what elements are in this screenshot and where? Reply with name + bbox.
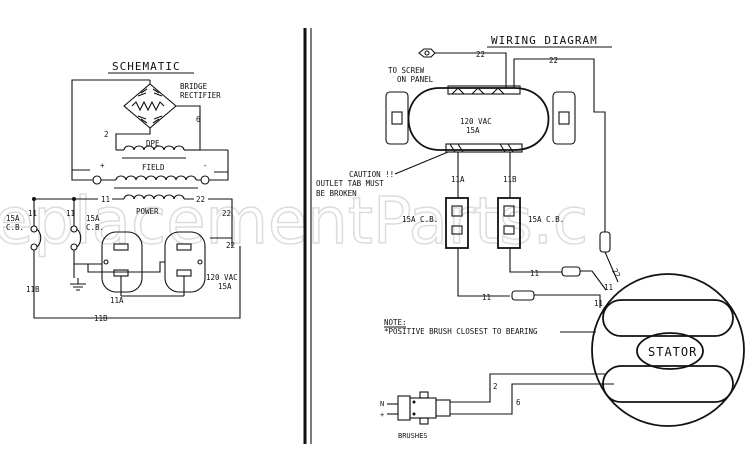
sch-voltage-1: 120 VAC (206, 273, 238, 282)
screw-label-1: TO SCREW (388, 66, 425, 75)
note-title: NOTE: (384, 318, 407, 327)
wire-11-lower-b (534, 294, 601, 308)
sch-cb1-line1: 15A (6, 214, 20, 223)
wire-11-label-d: 11 (604, 283, 613, 292)
wire-connector-22 (599, 231, 611, 253)
wire-11-label-a: 11 (482, 293, 491, 302)
outlet-assembly: 120 VAC 15A (385, 85, 576, 153)
wire-22-b: 22 (549, 56, 558, 65)
bridge-label-2: RECTIFIER (180, 91, 221, 100)
screw-label-2: ON PANEL (397, 75, 434, 84)
wire-6-label: 6 (516, 398, 521, 407)
wire-11-upper (509, 248, 562, 273)
breaker-left: 15A C.B. (402, 197, 469, 249)
wire-22-to-screw (435, 52, 507, 88)
brush-assembly: N + BRUSHES (380, 391, 451, 440)
sch-wire-11b-left: 11B (26, 285, 40, 294)
bridge-rectifier: BRIDGE RECTIFIER (123, 82, 221, 129)
field-label: FIELD (142, 163, 165, 172)
schematic-outlet-bottom (120, 276, 185, 297)
field-coil: FIELD + - (71, 161, 229, 189)
stator-label: STATOR (648, 345, 697, 359)
sch-cb2-line2: C.B. (86, 223, 104, 232)
caution-line-1: CAUTION !! (349, 170, 394, 179)
wire-22-into-stator (604, 251, 619, 283)
caution-line-2: OUTLET TAB MUST (316, 179, 384, 188)
schematic-breaker-mid: 11 15A C.B. (66, 197, 104, 278)
field-plus: + (100, 161, 105, 170)
wire-11-upper-b (580, 270, 607, 291)
wire-11-lower (457, 248, 510, 297)
wiring-title: WIRING DIAGRAM (491, 34, 598, 47)
wire-11-label-b: 11 (530, 269, 539, 278)
sch-cb1-line2: C.B. (6, 223, 24, 232)
power-label: POWER (136, 207, 159, 216)
sch-cb2-line1: 15A (86, 214, 100, 223)
schematic-breaker-left: 15A C.B. 11 11B (6, 199, 241, 319)
junction-dot (32, 197, 36, 201)
schematic-right-wire (214, 150, 229, 173)
schematic-outlet-left (101, 231, 143, 293)
breaker-right: 15A C.B. (497, 197, 564, 249)
wire-11b-label: 11B (503, 175, 517, 184)
wire-2-label: 2 (493, 382, 498, 391)
wiring-panel: WIRING DIAGRAM TO SCREW ON PANEL 22 22 1… (316, 34, 745, 440)
sch-wire-22-right2: 22 (226, 241, 235, 250)
sch-wire-11a: 11A (110, 296, 124, 305)
wire-22-c: 22 (610, 267, 622, 279)
wire-11a-label: 11A (451, 175, 465, 184)
brushes-label: BRUSHES (398, 432, 428, 440)
note-text: *POSITIVE BRUSH CLOSEST TO BEARING (384, 327, 538, 336)
outlet-amps: 15A (466, 126, 480, 135)
sch-wire-6: 6 (196, 115, 201, 124)
caution-leader (394, 151, 449, 175)
schematic-bridge-wire-6 (176, 105, 201, 150)
sch-wire-2: 2 (104, 130, 109, 139)
brush-n-label: N (380, 400, 384, 408)
sch-wire-11-mid: 11 (66, 209, 75, 218)
schematic-title: SCHEMATIC (112, 60, 181, 73)
wire-2-brush (450, 373, 606, 403)
screw-nut (418, 48, 436, 58)
wire-11-label-c: 11 (594, 299, 603, 308)
bridge-label-1: BRIDGE (180, 82, 208, 91)
wire-connector-upper (561, 266, 581, 277)
stator: STATOR (591, 273, 745, 427)
schematic-outlet-link (74, 261, 165, 273)
ground-symbol (70, 278, 86, 291)
schematic-bridge-wire-2 (115, 128, 151, 150)
breaker-left-label: 15A C.B. (402, 215, 438, 224)
wire-22-a: 22 (476, 50, 485, 59)
wire-22-stator (513, 58, 606, 232)
wire-6-brush (450, 383, 614, 415)
dpe-coil: DPE (116, 139, 200, 159)
sch-wire-11-top: 11 (101, 195, 110, 204)
caution-line-3: BE BROKEN (316, 189, 357, 198)
outlet-voltage: 120 VAC (460, 117, 492, 126)
schematic-panel: SCHEMATIC BRIDGE RECTIFIER 2 6 DPE FIELD (6, 60, 241, 323)
sch-wire-11-left: 11 (28, 209, 37, 218)
brush-plus-label: + (380, 411, 384, 419)
sch-wire-22-right: 22 (222, 209, 231, 218)
sch-wire-22-top: 22 (196, 195, 205, 204)
wire-connector-lower (511, 290, 535, 301)
sch-wire-11b-bottom: 11B (94, 314, 108, 323)
sch-voltage-2: 15A (218, 282, 232, 291)
dpe-label: DPE (146, 139, 160, 148)
power-coil: 11 22 POWER (34, 194, 233, 246)
schematic-left-loop (71, 79, 151, 171)
field-minus: - (203, 161, 208, 170)
watermark-text: eplacementParts.c (0, 185, 588, 259)
breaker-right-label: 15A C.B. (528, 215, 564, 224)
